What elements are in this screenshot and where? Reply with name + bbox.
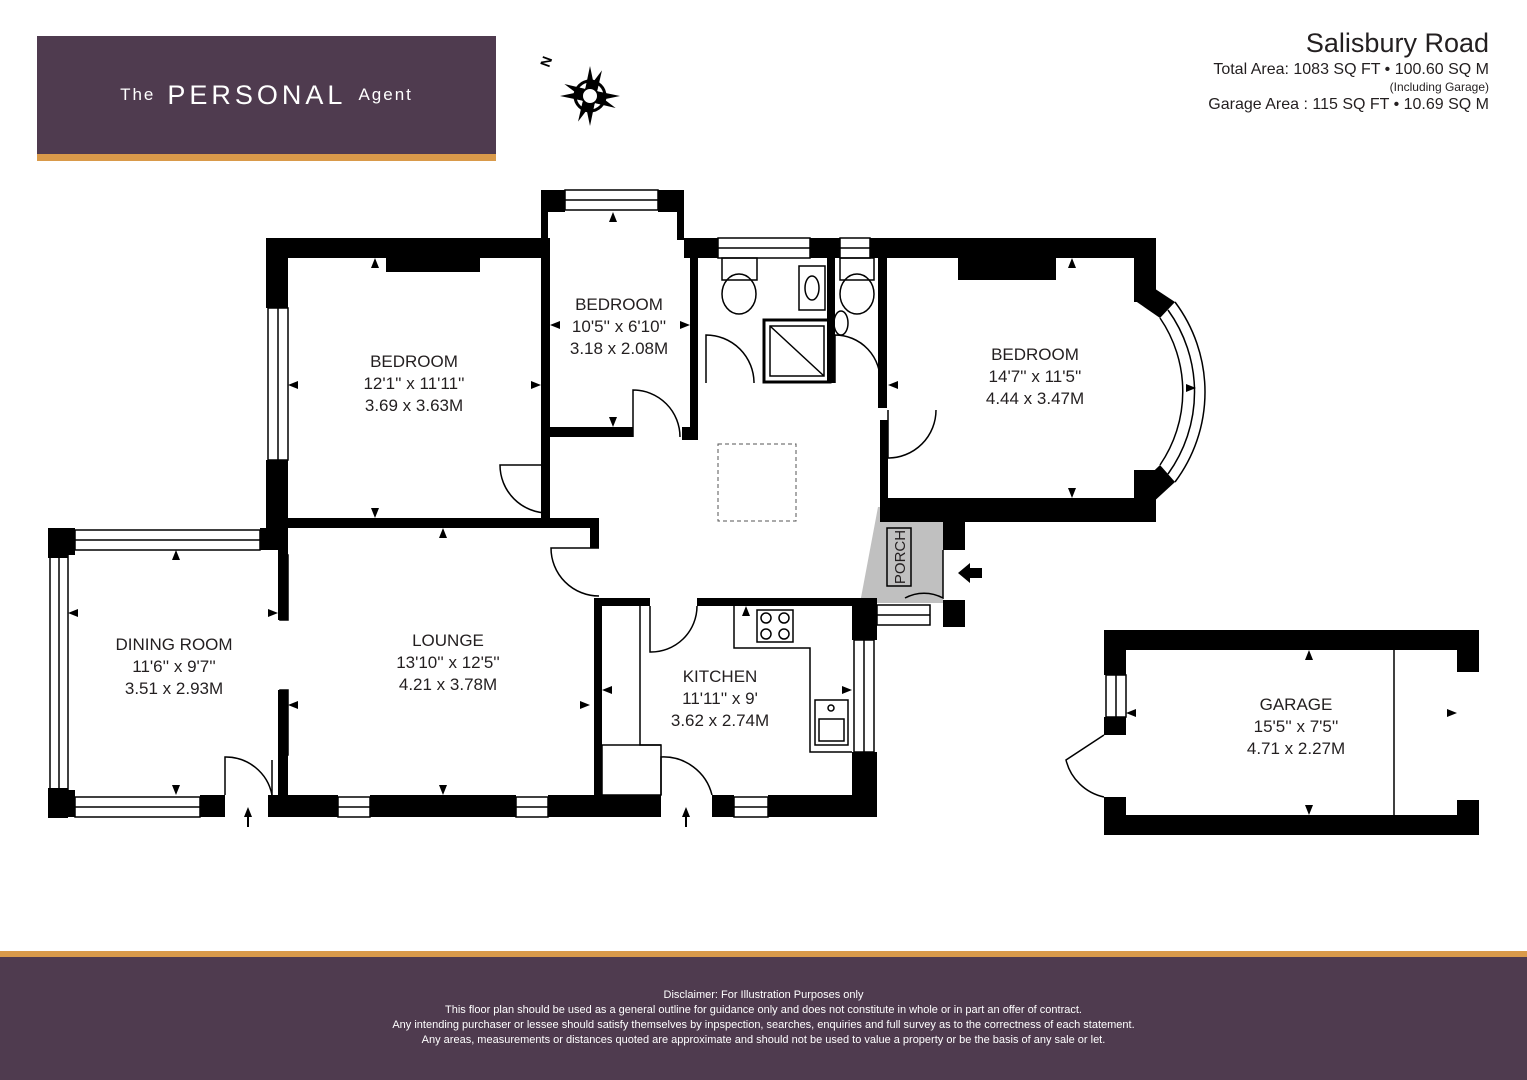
room-size-bedroom-2-imperial: 10'5'' x 6'10'' [572, 317, 666, 336]
room-size-bedroom-1-metric: 3.69 x 3.63M [365, 396, 463, 415]
room-size-dining-room-imperial: 11'6'' x 9'7'' [132, 657, 215, 676]
including-garage-note: (Including Garage) [1389, 80, 1489, 94]
logo-name: PERSONAL [167, 79, 347, 110]
property-header: Salisbury Road Total Area: 1083 SQ FT • … [1208, 26, 1489, 115]
kitchen-units [601, 606, 852, 796]
disclaimer-line-1: Disclaimer: For Illustration Purposes on… [663, 989, 864, 1001]
room-label-bedroom-3: BEDROOM [991, 345, 1079, 364]
room-label-lounge: LOUNGE [412, 631, 484, 650]
disclaimer-line-4: Any areas, measurements or distances quo… [421, 1034, 1106, 1046]
room-size-bedroom-1-imperial: 12'1'' x 11'11'' [363, 374, 464, 393]
disclaimer-footer: Disclaimer: For Illustration Purposes on… [0, 957, 1527, 1080]
brand-logo-background [37, 36, 496, 154]
brand-logo: The PERSONAL Agent [37, 36, 496, 154]
brand-logo-accent-bar [37, 154, 496, 161]
room-label-kitchen: KITCHEN [683, 667, 758, 686]
hall-skylight [717, 443, 797, 522]
logo-prefix: The [120, 85, 156, 104]
windows [49, 189, 1395, 818]
room-size-lounge-metric: 4.21 x 3.78M [399, 675, 497, 694]
porch-area [860, 507, 943, 603]
room-label-porch: PORCH [892, 530, 909, 584]
compass-rose-icon [560, 66, 620, 126]
floor-plan: N [48, 54, 1479, 835]
room-label-garage: GARAGE [1260, 695, 1333, 714]
total-area: Total Area: 1083 SQ FT • 100.60 SQ M [1213, 61, 1489, 78]
room-label-bedroom-2: BEDROOM [575, 295, 663, 314]
disclaimer-line-2: This floor plan should be used as a gene… [445, 1004, 1082, 1016]
room-size-kitchen-metric: 3.62 x 2.74M [671, 711, 769, 730]
footer-accent-bar [0, 951, 1527, 957]
room-size-garage-imperial: 15'5'' x 7'5'' [1254, 717, 1339, 736]
disclaimer-line-3: Any intending purchaser or lessee should… [392, 1019, 1135, 1031]
room-size-garage-metric: 4.71 x 2.27M [1247, 739, 1345, 758]
room-size-lounge-imperial: 13'10'' x 12'5'' [396, 653, 500, 672]
room-label-bedroom-1: BEDROOM [370, 352, 458, 371]
room-label-dining-room: DINING ROOM [115, 635, 232, 654]
room-size-bedroom-3-imperial: 14'7'' x 11'5'' [989, 367, 1082, 386]
bathroom-fittings [721, 257, 875, 384]
property-title: Salisbury Road [1305, 28, 1489, 58]
compass-north-label: N [537, 54, 555, 69]
logo-suffix: Agent [358, 85, 413, 104]
doors [224, 334, 1105, 798]
room-size-bedroom-3-metric: 4.44 x 3.47M [986, 389, 1084, 408]
walls [48, 190, 1479, 835]
garage-area: Garage Area : 115 SQ FT • 10.69 SQ M [1208, 96, 1489, 113]
room-size-dining-room-metric: 3.51 x 2.93M [125, 679, 223, 698]
dimension-markers [68, 212, 1457, 827]
room-size-bedroom-2-metric: 3.18 x 2.08M [570, 339, 668, 358]
room-size-kitchen-imperial: 11'11'' x 9' [682, 689, 758, 708]
